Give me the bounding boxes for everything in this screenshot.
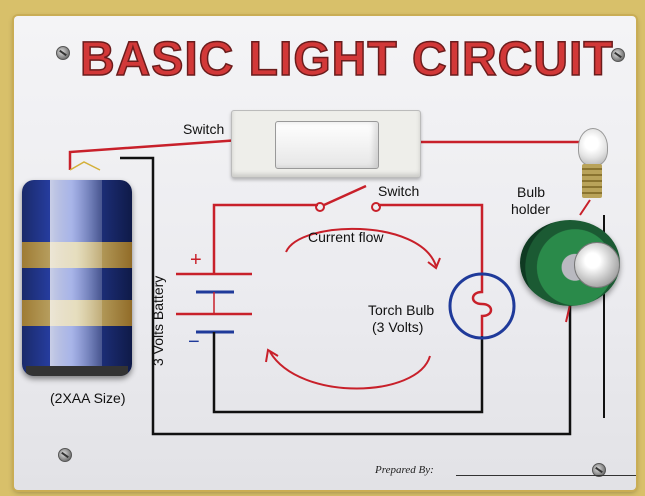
switch-diagram-label: Switch	[378, 183, 420, 199]
svg-text:+: +	[190, 249, 202, 271]
schematic-red-wire	[212, 203, 318, 274]
bulb-icon	[574, 128, 610, 214]
switch-label: Switch	[183, 121, 225, 137]
board-title: BASIC LIGHT CIRCUIT	[79, 32, 614, 87]
battery-voltage-label: 3 Volts Battery	[150, 275, 166, 366]
current-flow-label: Current flow	[308, 229, 384, 245]
red-wire	[418, 140, 592, 160]
bulb-holder-label: Bulb	[517, 184, 546, 200]
switch-symbol-icon	[315, 184, 381, 212]
bulb-icon	[574, 242, 620, 288]
screw-icon	[611, 48, 625, 62]
black-wire	[120, 156, 572, 436]
torch-bulb-voltage-label: (3 Volts)	[372, 319, 424, 335]
battery-symbol-icon: + −	[176, 249, 252, 353]
screw-icon	[56, 46, 70, 60]
arrow-head-icon	[265, 348, 279, 363]
battery-icon	[22, 180, 132, 376]
screw-icon	[592, 463, 606, 477]
torch-bulb-label: Torch Bulb	[368, 302, 435, 318]
red-wire	[68, 138, 241, 170]
torch-bulb-symbol-icon	[448, 272, 516, 340]
switch-rocker[interactable]	[275, 121, 379, 169]
screw-icon	[58, 448, 72, 462]
red-wire	[69, 161, 101, 171]
prepared-by-label: Prepared By:	[375, 464, 434, 476]
schematic-black-wire	[212, 332, 484, 414]
coil-filament-icon	[471, 276, 493, 336]
bulb-holder-label: holder	[511, 201, 550, 217]
current-flow-arrow	[269, 351, 431, 390]
red-wire	[579, 199, 591, 216]
rocker-switch-icon[interactable]	[231, 110, 421, 178]
current-flow-arrow	[285, 227, 437, 267]
svg-text:−: −	[188, 331, 200, 353]
bulb-holder-icon	[520, 220, 620, 306]
signature-line	[456, 475, 636, 476]
arrow-head-icon	[427, 257, 441, 270]
battery-size-label: (2XAA Size)	[50, 390, 126, 406]
schematic-red-wire	[378, 203, 484, 276]
